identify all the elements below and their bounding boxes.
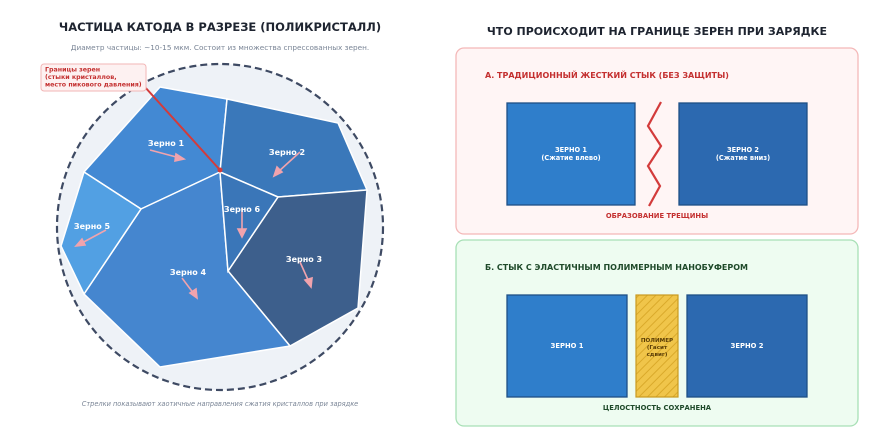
panel-b-grain-2 — [686, 294, 808, 398]
grain-6 — [219, 170, 280, 274]
panel-a-rigid-joint: А. ТРАДИЦИОННЫЙ ЖЕСТКИЙ СТЫК (БЕЗ ЗАЩИТЫ… — [455, 47, 859, 235]
crack-zigzag — [646, 101, 663, 207]
grain-1-label: Зерно 1 — [148, 139, 185, 148]
grain-6-arrow — [236, 208, 248, 239]
panel-a-grain-1-name: ЗЕРНО 1 — [555, 146, 587, 154]
grain-2-label: Зерно 2 — [269, 148, 305, 157]
callout-line-3: место пикового давления) — [45, 82, 142, 89]
callout-line-2: (стыки кристаллов, — [45, 74, 117, 81]
grain-2-arrow — [272, 151, 301, 178]
left-footnote: Стрелки показывают хаотичные направления… — [82, 400, 359, 408]
panel-b-caption: ЦЕЛОСТНОСТЬ СОХРАНЕНА — [603, 404, 712, 412]
grain-boundary-callout: Границы зерен (стыки кристаллов, место п… — [40, 63, 147, 92]
grain-6-label: Зерно 6 — [224, 205, 261, 214]
polymer-label-3: сдвиг) — [647, 352, 668, 358]
left-subtitle: Диаметр частицы: ~10-15 мкм. Состоит из … — [71, 43, 369, 52]
polymer-buffer — [635, 294, 679, 398]
panel-a-caption: ОБРАЗОВАНИЕ ТРЕЩИНЫ — [606, 212, 708, 220]
grain-4-arrow — [181, 277, 198, 300]
panel-a-grain-2-note: (Сжатие вниз) — [716, 154, 770, 162]
grain-1-arrow — [149, 149, 187, 163]
right-title: ЧТО ПРОИСХОДИТ НА ГРАНИЦЕ ЗЕРЕН ПРИ ЗАРЯ… — [487, 25, 827, 38]
particle-cross-section: Зерно 1 Зерно 2 Зерно 3 Зерно 4 Зерно 5 … — [55, 62, 385, 392]
panel-b-grain-1 — [506, 294, 628, 398]
grain-5-label: Зерно 5 — [74, 222, 111, 231]
panel-b-title: Б. СТЫК С ЭЛАСТИЧНЫМ ПОЛИМЕРНЫМ НАНОБУФЕ… — [485, 263, 748, 272]
grain-4-label: Зерно 4 — [170, 268, 207, 277]
grain-3-arrow — [299, 261, 313, 289]
polymer-label-2: (Гасит — [647, 345, 668, 351]
callout-pointer — [143, 85, 221, 171]
panel-b-grain-1-name: ЗЕРНО 1 — [550, 342, 583, 350]
junction-dot — [217, 167, 223, 173]
grain-5-arrow — [74, 229, 107, 248]
panel-b-grain-2-name: ЗЕРНО 2 — [730, 342, 763, 350]
panel-b-polymer-buffer: Б. СТЫК С ЭЛАСТИЧНЫМ ПОЛИМЕРНЫМ НАНОБУФЕ… — [455, 239, 859, 427]
panel-a-grain-1-note: (Сжатие влево) — [541, 154, 600, 162]
grain-3-label: Зерно 3 — [286, 255, 322, 264]
panel-a-grain-2 — [678, 102, 808, 206]
panel-a-title: А. ТРАДИЦИОННЫЙ ЖЕСТКИЙ СТЫК (БЕЗ ЗАЩИТЫ… — [485, 69, 729, 80]
panel-a-grain-2-name: ЗЕРНО 2 — [727, 146, 759, 154]
polymer-label-1: ПОЛИМЕР — [641, 338, 673, 344]
panel-a-grain-1 — [506, 102, 636, 206]
left-title: ЧАСТИЦА КАТОДА В РАЗРЕЗЕ (ПОЛИКРИСТАЛЛ) — [59, 20, 381, 34]
callout-line-1: Границы зерен — [45, 67, 100, 74]
